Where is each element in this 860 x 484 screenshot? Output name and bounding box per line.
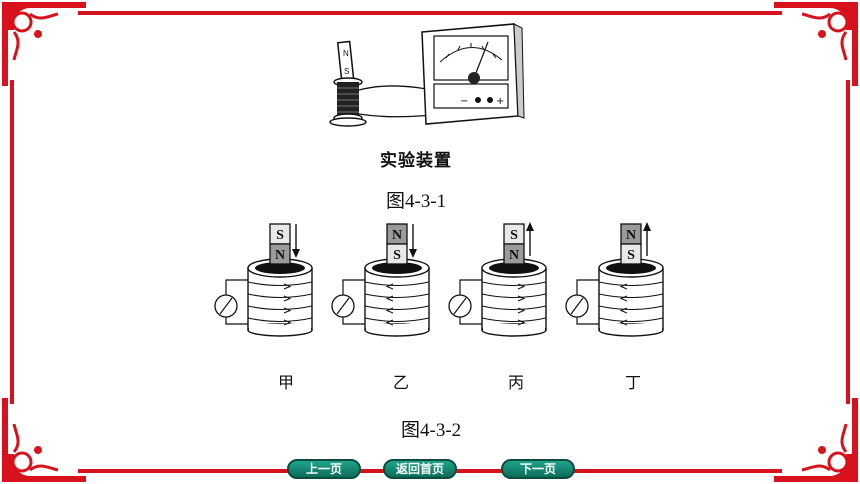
variant-3-magnet-bottom — [620, 243, 642, 265]
variant-2-wire-bottom — [459, 317, 482, 325]
corner-ornament-top-right — [774, 2, 858, 86]
apparatus-caption: 实验装置 — [380, 151, 452, 171]
figure-2-label: 图4-3-2 — [401, 420, 462, 441]
prev-page-button[interactable]: 上一页 — [287, 459, 361, 479]
variant-2-winding-1 — [481, 293, 547, 299]
variant-1-coil-hole — [372, 262, 422, 274]
home-page-button[interactable]: 返回首页 — [383, 459, 457, 479]
apparatus-meter-plus: + — [496, 96, 504, 107]
variant-1-winding-arrow-0 — [385, 283, 394, 290]
variant-0-motion-arrow-head — [292, 249, 300, 258]
variant-3-winding-arrow-1 — [619, 295, 628, 302]
variant-3-magnet-bottom-pole: S — [627, 248, 635, 263]
variant-0-winding-2 — [247, 305, 313, 311]
variant-1-winding-3 — [364, 317, 430, 323]
variant-2-magnet-top-pole: S — [510, 228, 518, 243]
variant-3-winding-0 — [598, 281, 664, 287]
variant-0-coil-base-mask — [249, 324, 311, 330]
variant-1-magnet-bottom-pole: S — [393, 248, 401, 263]
variant-3-winding-1 — [598, 293, 664, 299]
variant-0-magnet-bottom-pole: N — [275, 248, 285, 263]
variant-3-galvanometer-needle — [570, 297, 584, 315]
variant-3-winding-arrow-0 — [619, 283, 628, 290]
variant-3-motion-arrow-head — [643, 222, 651, 231]
variant-2-galvanometer-needle — [453, 297, 467, 315]
variant-2-winding-arrow-2 — [517, 307, 526, 314]
variant-3-coil-base-mask — [600, 324, 662, 330]
variant-1-motion-arrow-head — [409, 249, 417, 258]
variant-3-winding-3 — [598, 317, 664, 323]
variant-3-magnet-top-pole: N — [626, 228, 636, 243]
variant-2-winding-arrow-0 — [517, 283, 526, 290]
corner-ornament-bottom-left — [2, 398, 86, 482]
variant-3-coil-hole — [606, 262, 656, 274]
variant-1-winding-arrow-2 — [385, 307, 394, 314]
next-page-button[interactable]: 下一页 — [501, 459, 575, 479]
variant-0-wire-top — [225, 279, 248, 295]
figure-1-label: 图4-3-1 — [386, 191, 447, 212]
variant-0-winding-arrow-2 — [283, 307, 292, 314]
variant-2-winding-arrow-1 — [517, 295, 526, 302]
variant-0-winding-arrow-3 — [283, 319, 292, 326]
variant-3-wire-bottom — [576, 317, 599, 325]
variant-2-magnet-bottom-pole: N — [509, 248, 519, 263]
variant-1-winding-arrow-1 — [385, 295, 394, 302]
variant-1-magnet-top-pole: N — [392, 228, 402, 243]
frame-left-bar — [10, 80, 14, 404]
variant-3-winding-2 — [598, 305, 664, 311]
variant-0-wire-bottom — [225, 317, 248, 325]
variant-2-motion-arrow-head — [526, 222, 534, 231]
variant-2-coil-hole — [489, 262, 539, 274]
variant-2-winding-3 — [481, 317, 547, 323]
variant-1-winding-1 — [364, 293, 430, 299]
variant-label-3: 丁 — [625, 373, 642, 392]
variant-0-magnet-top-pole: S — [276, 228, 284, 243]
frame-top-bar — [78, 11, 782, 15]
variant-label-2: 丙 — [508, 373, 525, 392]
variant-0-magnet-bottom — [269, 243, 291, 265]
variant-label-1: 乙 — [393, 373, 410, 392]
apparatus-magnet-n: N — [343, 49, 349, 58]
apparatus-illustration: N S — [329, 23, 525, 127]
variant-1-winding-arrow-3 — [385, 319, 394, 326]
frame-right-bar — [846, 80, 850, 404]
variant-1-winding-0 — [364, 281, 430, 287]
corner-ornament-top-left — [2, 2, 86, 86]
variant-2-winding-0 — [481, 281, 547, 287]
variant-1-winding-2 — [364, 305, 430, 311]
variant-1-magnet-bottom — [386, 243, 408, 265]
variant-2-winding-2 — [481, 305, 547, 311]
variant-0-winding-3 — [247, 317, 313, 323]
apparatus-coil — [329, 77, 367, 127]
apparatus-galvanometer: − + — [421, 23, 525, 125]
variant-0-galvanometer-needle — [219, 297, 233, 315]
variant-1-wire-bottom — [342, 317, 365, 325]
variant-0-winding-0 — [247, 281, 313, 287]
variant-3-winding-arrow-2 — [619, 307, 628, 314]
variant-0-winding-1 — [247, 293, 313, 299]
variant-1-wire-top — [342, 279, 365, 295]
variant-2-magnet-bottom — [503, 243, 525, 265]
variant-2-coil-base-mask — [483, 324, 545, 330]
variant-2-wire-top — [459, 279, 482, 295]
corner-ornament-bottom-right — [774, 398, 858, 482]
apparatus-magnet-s: S — [344, 67, 349, 76]
variant-2-winding-arrow-3 — [517, 319, 526, 326]
variant-3-wire-top — [576, 279, 599, 295]
variant-0-winding-arrow-0 — [283, 283, 292, 290]
variant-0-winding-arrow-1 — [283, 295, 292, 302]
variant-0-coil-hole — [255, 262, 305, 274]
variant-label-0: 甲 — [278, 373, 295, 392]
variant-3-winding-arrow-3 — [619, 319, 628, 326]
apparatus-meter-minus: − — [460, 96, 468, 107]
variant-1-galvanometer-needle — [336, 297, 350, 315]
variant-1-coil-base-mask — [366, 324, 428, 330]
